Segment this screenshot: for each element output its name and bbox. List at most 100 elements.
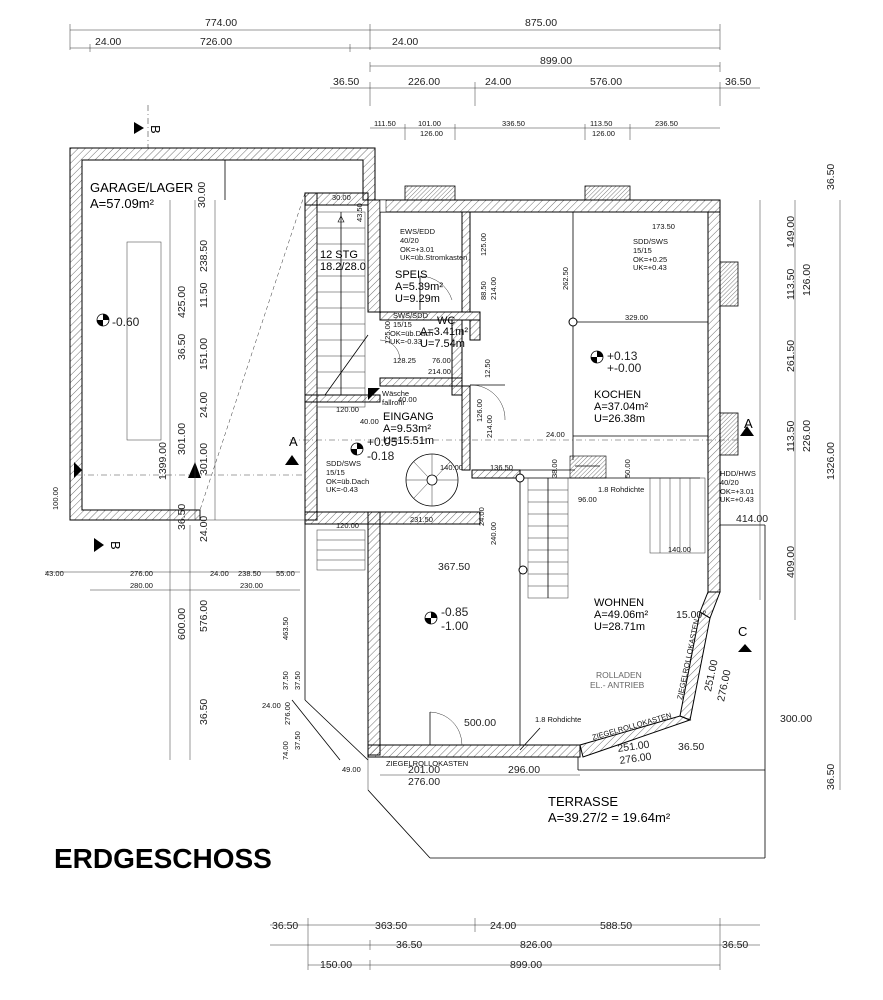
dim-top: 336.50	[502, 119, 525, 128]
note: 15/15	[633, 246, 652, 255]
dim-left: 30.00	[196, 182, 208, 208]
dim-bottom: 150.00	[320, 959, 352, 971]
section-markers: B B A A C	[94, 105, 754, 652]
dim-left: 276.00	[283, 702, 292, 725]
dim-top: 576.00	[590, 76, 622, 88]
dim-inner: 24.00	[546, 430, 565, 439]
section-mark-a: A	[744, 416, 753, 431]
dim-inner: 50.00	[623, 459, 632, 478]
note: EWS/EDD	[400, 227, 436, 236]
dim-bottom: 36.50	[272, 920, 298, 932]
left-dimensions: 30.00 238.50 425.00 11.50 36.50 151.00 2…	[45, 182, 361, 774]
dim-top: 36.50	[333, 76, 359, 88]
dim-top: 236.50	[655, 119, 678, 128]
wc-perim: U=7.54m	[420, 338, 465, 350]
dim-left: 301.00	[176, 423, 188, 455]
note: UK=-0.43	[326, 485, 358, 494]
level-lower: -0.85	[441, 605, 469, 619]
dim-top: 226.00	[408, 76, 440, 88]
dim-left: 36.50	[198, 699, 210, 725]
dim-inner: 88.50	[479, 281, 488, 300]
dim-left: 24.00	[262, 701, 281, 710]
dim-right: 300.00	[780, 713, 812, 725]
dim-inner: 96.00	[578, 495, 597, 504]
dim-inner: 140.00	[440, 463, 463, 472]
dim-inner: 38.00	[550, 459, 559, 478]
note: UK=+0.43	[720, 495, 754, 504]
dim-inner: 231.50	[410, 515, 433, 524]
dim-top: 726.00	[200, 36, 232, 48]
dim-top: 899.00	[540, 55, 572, 67]
dim-top: 126.00	[420, 129, 443, 138]
bottom-dimensions: 36.50 363.50 24.00 588.50 36.50 826.00 3…	[270, 918, 760, 971]
speis-perim: U=9.29m	[395, 293, 440, 305]
note: 15/15	[326, 468, 345, 477]
dim-right: 36.50	[825, 164, 837, 190]
garage: GARAGE/LAGER A=57.09m² -0.60	[69, 147, 376, 521]
dim-inner: 276.00	[408, 776, 440, 788]
dim-inner: 276.00	[715, 669, 733, 703]
note: OK=üb.Dach	[390, 329, 433, 338]
dim-left: 238.50	[238, 569, 261, 578]
dim-left: 36.50	[176, 334, 188, 360]
speis-name: SPEIS	[395, 269, 427, 281]
level-kochen: +0.13	[607, 349, 638, 363]
dim-bottom: 24.00	[490, 920, 516, 932]
dim-inner: 500.00	[464, 717, 496, 729]
dim-inner: 43.50	[355, 203, 364, 222]
outer-walls	[304, 185, 739, 758]
note: 40/20	[720, 478, 739, 487]
kochen-name: KOCHEN	[594, 389, 641, 401]
note: 1.8 Rohdichte	[598, 485, 644, 494]
dim-right: 113.50	[785, 269, 797, 300]
dim-inner: 128.25	[393, 356, 416, 365]
garage-area: A=57.09m²	[90, 196, 155, 211]
dim-inner: 120.00	[336, 521, 359, 530]
dim-top: 24.00	[485, 76, 511, 88]
dim-inner: 214.00	[485, 415, 494, 438]
stg-name: 12 STG	[320, 249, 358, 261]
dim-inner: 125.00	[383, 321, 392, 344]
dim-right: 1326.00	[825, 442, 837, 480]
lower-left	[199, 510, 766, 859]
section-mark-b: B	[108, 541, 123, 550]
rolladen-note: EL.- ANTRIEB	[590, 680, 645, 690]
note: UK=üb.Stromkasten	[400, 253, 467, 262]
room-labels: SPEIS A=5.39m² U=9.29m WC A=3.41m² U=7.5…	[383, 269, 671, 825]
dim-bottom: 899.00	[510, 959, 542, 971]
level-eingang: -0.18	[367, 449, 395, 463]
dim-left: 24.00	[198, 392, 210, 418]
level-kochen: +-0.00	[607, 361, 642, 375]
eingang-name: EINGANG	[383, 411, 434, 423]
dim-left: 100.00	[51, 487, 60, 510]
dim-inner: 120.00	[336, 405, 359, 414]
level-eingang: +0.05	[367, 435, 398, 449]
dim-left: 425.00	[176, 286, 188, 318]
right-dimensions: 36.50 149.00 113.50 126.00 261.50 113.50…	[736, 164, 841, 790]
note: UK=+0.43	[633, 263, 667, 272]
dim-inner: 296.00	[508, 764, 540, 776]
section-mark-b: B	[148, 125, 163, 134]
dim-left: 151.00	[198, 338, 210, 370]
doors	[379, 275, 506, 746]
dim-top: 101.00	[418, 119, 441, 128]
dim-inner: 24.00	[477, 507, 486, 526]
dim-inner: 140.00	[668, 545, 691, 554]
dim-right: 126.00	[801, 264, 813, 296]
stg-dim: 18.2/28.0	[320, 261, 366, 273]
dim-inner: 173.50	[652, 222, 675, 231]
dim-inner: 125.00	[479, 233, 488, 256]
note: 15/15	[393, 320, 412, 329]
dim-top: 113.50	[590, 119, 612, 128]
dim-inner: 40.00	[398, 395, 417, 404]
level-lower: -1.00	[441, 619, 469, 633]
speis-area: A=5.39m²	[395, 281, 443, 293]
dim-inner: 76.00	[432, 356, 451, 365]
dim-left: 36.50	[176, 504, 188, 530]
note: OK=+0.25	[633, 255, 667, 264]
dim-top: 875.00	[525, 17, 557, 29]
wohnen-perim: U=28.71m	[594, 621, 645, 633]
dim-bottom: 826.00	[520, 939, 552, 951]
dim-right: 226.00	[801, 420, 813, 452]
section-mark-a: A	[289, 434, 298, 449]
